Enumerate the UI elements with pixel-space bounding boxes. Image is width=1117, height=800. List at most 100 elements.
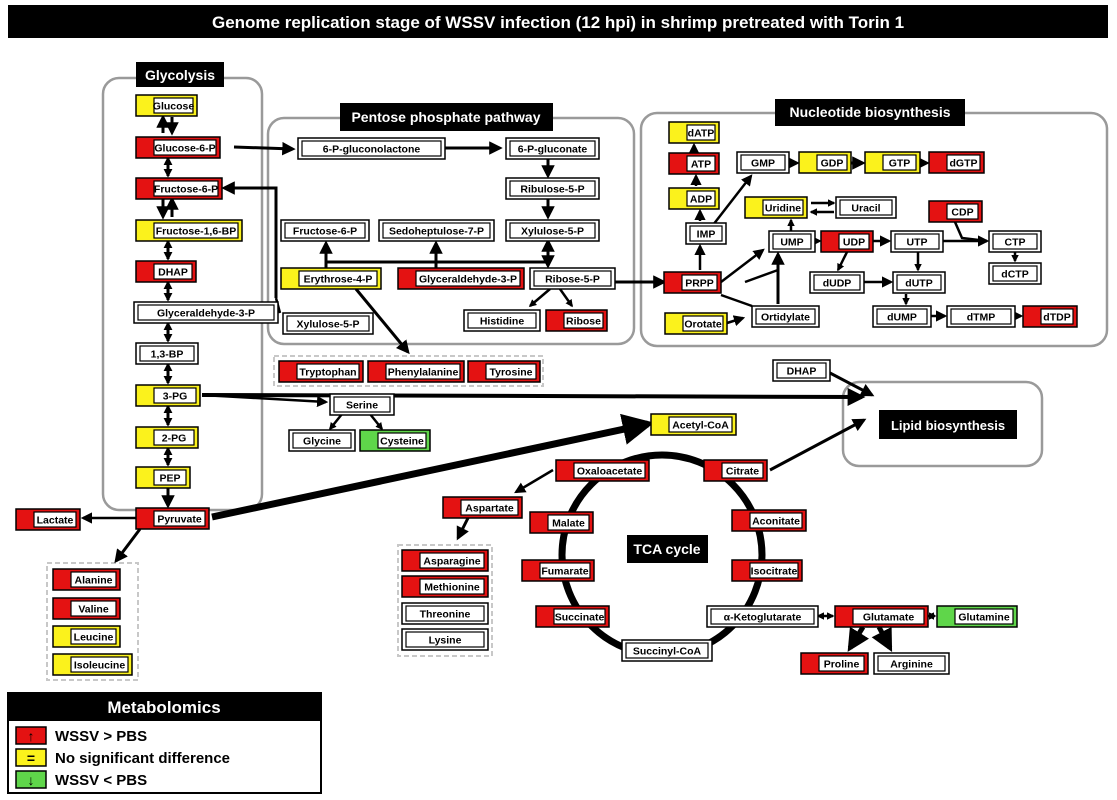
- legend-item-up: ↑WSSV > PBS: [15, 726, 147, 745]
- metabolite-label: CDP: [951, 207, 973, 219]
- legend-label: No significant difference: [55, 750, 230, 767]
- legend-swatch: [15, 770, 47, 789]
- metabolite-histidine: Histidine: [463, 309, 541, 332]
- metabolite-label: Uridine: [765, 203, 801, 215]
- pathway-arrows: [80, 114, 1024, 652]
- metabolite-label: 2-PG: [162, 433, 187, 445]
- metabolite-label: Histidine: [480, 316, 524, 328]
- metabolite-label: DHAP: [787, 366, 817, 378]
- metabolite-acetylcoa: Acetyl-CoA: [650, 413, 737, 436]
- metabolite-xu5p_b: Xylulose-5-P: [282, 312, 374, 335]
- reaction-arrow: [369, 413, 383, 431]
- metabolite-label: 6-P-gluconolactone: [323, 144, 421, 156]
- metabolite-tryptophan: Tryptophan: [278, 360, 364, 383]
- metabolite-aspartate: Aspartate: [442, 496, 523, 519]
- legend-label: WSSV > PBS: [55, 728, 147, 745]
- metabolite-fructose6p: Fructose-6-P: [135, 177, 223, 200]
- metabolite-label: IMP: [697, 229, 716, 241]
- metabolite-label: dUDP: [823, 278, 852, 290]
- metabolite-label: Fumarate: [541, 566, 588, 578]
- metabolite-label: GMP: [751, 158, 775, 170]
- reaction-arrow: [221, 181, 278, 298]
- metabolite-label: Xylulose-5-P: [521, 226, 584, 238]
- metabolite-akg: α-Ketoglutarate: [706, 605, 819, 628]
- metabolite-label: GTP: [889, 158, 911, 170]
- ppp-label: Pentose phosphate pathway: [351, 109, 540, 125]
- reaction-arrow: [953, 221, 988, 243]
- metabolite-label: Fructose-6-P: [154, 184, 218, 196]
- reaction-arrow: [836, 251, 849, 272]
- amino-acid-groups: [46, 355, 544, 681]
- metabolite-isoleucine: Isoleucine: [52, 653, 133, 676]
- metabolite-pg2: 2-PG: [135, 426, 199, 449]
- reaction-arrow: [201, 393, 329, 408]
- reaction-arrow: [354, 288, 410, 355]
- metabolite-fumarate: Fumarate: [521, 559, 595, 582]
- metabolite-label: Ribose: [566, 316, 601, 328]
- metabolite-pg3: 3-PG: [135, 384, 201, 407]
- metabolite-label: Glutamate: [863, 612, 915, 624]
- metabolite-ribose: Ribose: [545, 309, 608, 332]
- aspartate-family-group: [397, 544, 493, 657]
- metabolite-succinylcoa: Succinyl-CoA: [621, 639, 713, 662]
- metabolite-valine: Valine: [52, 597, 121, 620]
- reaction-arrow: [712, 174, 753, 226]
- metabolite-label: dUTP: [905, 278, 932, 290]
- reaction-arrow: [211, 413, 655, 521]
- legend-title: Metabolomics: [107, 698, 220, 717]
- metabolite-label: ADP: [690, 194, 712, 206]
- reaction-arrow: [528, 288, 551, 307]
- metabolite-label: Fructose-1,6-BP: [156, 226, 237, 238]
- metabolite-dgtp: dGTP: [928, 151, 985, 174]
- metabolite-label: UDP: [843, 237, 865, 249]
- legend-swatch: [15, 726, 47, 745]
- metabolite-label: dUMP: [887, 312, 917, 324]
- metabolite-pyruvate: Pyruvate: [135, 507, 210, 530]
- metabolite-isocitrate: Isocitrate: [731, 559, 803, 582]
- metabolite-dutp: dUTP: [892, 271, 946, 294]
- metabolite-label: ATP: [691, 159, 711, 171]
- metabolite-citrate: Citrate: [703, 459, 768, 482]
- metabolite-label: PEP: [159, 473, 180, 485]
- nucleotide-label: Nucleotide biosynthesis: [789, 104, 950, 120]
- metabolite-label: Phenylalanine: [388, 367, 459, 379]
- legend-items: ↑WSSV > PBS=No significant difference↓WS…: [15, 726, 230, 789]
- reaction-arrow: [871, 625, 893, 652]
- reaction-arrow: [720, 248, 765, 283]
- metabolite-ru5p: Ribulose-5-P: [505, 177, 600, 200]
- metabolite-label: Alanine: [75, 575, 113, 587]
- metabolite-threonine: Threonine: [401, 602, 489, 625]
- metabolite-label: Glucose: [153, 101, 195, 113]
- tca-label: TCA cycle: [633, 541, 700, 557]
- metabolite-malate: Malate: [529, 511, 594, 534]
- metabolite-label: dTDP: [1043, 312, 1070, 324]
- metabolite-label: Tryptophan: [299, 367, 356, 379]
- reaction-arrow: [114, 528, 142, 564]
- legend-label: WSSV < PBS: [55, 772, 147, 789]
- lipid-panel: [841, 380, 1044, 468]
- metabolite-label: Aconitate: [752, 516, 800, 528]
- metabolite-tyrosine: Tyrosine: [467, 360, 541, 383]
- metabolite-xu5p_a: Xylulose-5-P: [505, 219, 600, 242]
- reaction-arrow: [233, 141, 296, 156]
- metabolite-uridine: Uridine: [744, 196, 808, 219]
- metabolite-oxaloacetate: Oxaloacetate: [555, 459, 650, 482]
- reaction-arrow: [456, 517, 470, 541]
- metabolite-glucose6p: Glucose-6-P: [135, 136, 221, 159]
- metabolite-glutamate: Glutamate: [834, 605, 929, 628]
- metabolite-dudp: dUDP: [809, 271, 865, 294]
- metabolite-dtmp: dTMP: [946, 305, 1016, 328]
- metabolite-label: Pyruvate: [157, 514, 202, 526]
- metabolite-label: CTP: [1005, 237, 1026, 249]
- metabolite-pgl6: 6-P-gluconolactone: [297, 137, 446, 160]
- metabolite-lactate: Lactate: [15, 508, 81, 531]
- metabolite-label: dTMP: [967, 312, 996, 324]
- metabolite-label: DHAP: [158, 267, 188, 279]
- aromatic-group: [273, 355, 544, 387]
- metabolite-glycine: Glycine: [288, 429, 356, 452]
- metabolite-pep: PEP: [135, 466, 191, 489]
- lipid-label: Lipid biosynthesis: [891, 418, 1005, 433]
- metabolite-cdp: CDP: [928, 200, 983, 223]
- metabolite-label: Ribulose-5-P: [520, 184, 584, 196]
- metabolite-lysine: Lysine: [401, 628, 489, 651]
